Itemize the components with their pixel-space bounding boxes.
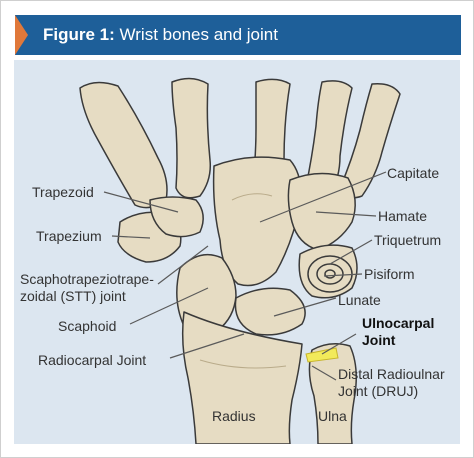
- leader-trapezium: [111, 235, 151, 239]
- ulna-bone: [308, 343, 357, 444]
- label-stt-line2: zoidal (STT) joint: [20, 288, 126, 304]
- leader-ulnocarpal: [321, 333, 357, 355]
- label-trapezium: Trapezium: [36, 228, 102, 244]
- leader-trapezoid: [103, 191, 179, 213]
- figure-caption: Wrist bones and joint: [119, 25, 278, 44]
- metacarpal-5: [339, 82, 401, 199]
- scaphoid-bone: [176, 253, 237, 335]
- capitate-shading: [231, 193, 273, 201]
- label-scaphoid: Scaphoid: [58, 318, 117, 334]
- leader-lunate: [273, 297, 337, 317]
- label-triquetrum: Triquetrum: [374, 232, 442, 248]
- capitate-bone: [212, 156, 302, 287]
- label-ulnocarpal-line1: Ulnocarpal: [362, 315, 435, 331]
- leader-pisiform: [323, 273, 363, 277]
- lunate-bone: [234, 287, 306, 336]
- header-arrow-icon: [15, 15, 28, 55]
- radius-bone: [181, 311, 303, 444]
- label-radiocarpal-joint: Radiocarpal Joint: [38, 352, 147, 368]
- leader-druj: [311, 365, 337, 381]
- label-capitate: Capitate: [387, 165, 440, 181]
- trapezoid-bone: [149, 196, 204, 238]
- figure-title: Figure 1: Wrist bones and joint: [43, 25, 278, 45]
- hamate-bone: [287, 172, 356, 251]
- label-radius: Radius: [212, 408, 256, 424]
- label-trapezoid: Trapezoid: [32, 184, 94, 200]
- ulnocarpal-highlight: [305, 347, 339, 363]
- wrist-bones-illustration: [79, 77, 401, 444]
- pisiform-core: [324, 269, 336, 279]
- label-hamate: Hamate: [378, 208, 428, 224]
- label-druj-line1: Distal Radioulnar: [338, 366, 445, 382]
- leader-triquetrum: [329, 239, 373, 265]
- label-lunate: Lunate: [338, 292, 381, 308]
- label-stt-line1: Scaphotrapeziotrape-: [20, 271, 154, 287]
- radius-shading: [199, 359, 287, 369]
- label-druj-line2: Joint (DRUJ): [338, 383, 419, 399]
- leader-scaphoid: [129, 287, 209, 325]
- figure-header: Figure 1: Wrist bones and joint: [15, 15, 461, 55]
- leader-stt: [157, 245, 209, 285]
- label-ulna: Ulna: [318, 408, 347, 424]
- label-pisiform: Pisiform: [364, 266, 415, 282]
- label-ulnocarpal-line2: Joint: [362, 332, 396, 348]
- leader-hamate: [315, 211, 377, 217]
- figure-label: Figure 1:: [43, 25, 115, 44]
- leader-radiocarpal: [169, 333, 245, 359]
- metacarpal-2: [171, 77, 212, 199]
- leader-capitate: [259, 171, 387, 223]
